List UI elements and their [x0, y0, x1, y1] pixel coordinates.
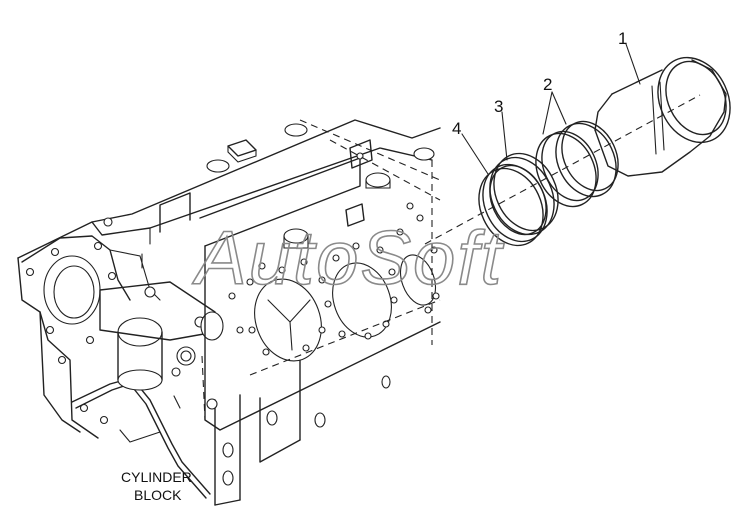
cylinder-block-drawing [17, 119, 441, 506]
cylinder-block-label-line-2: BLOCK [134, 487, 182, 503]
part-4-ring [478, 163, 548, 247]
callout-1: 1 [618, 29, 627, 48]
cylinder-block-label-line-1: CYLINDER [121, 469, 192, 485]
watermark-logo: AutoSoft [192, 216, 504, 301]
leader-lines [461, 43, 641, 175]
assembly-centerline [424, 94, 701, 245]
callout-2: 2 [543, 75, 552, 94]
callout-4: 4 [452, 119, 461, 138]
callout-3: 3 [494, 97, 503, 116]
